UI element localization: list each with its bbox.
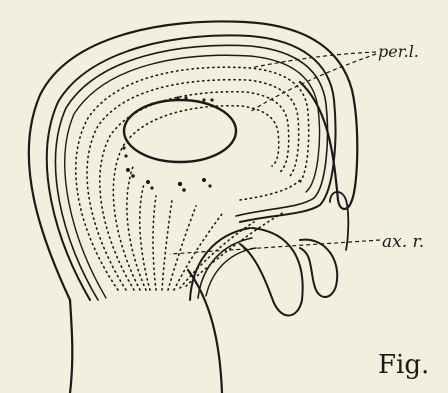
stalk-right-outline — [188, 270, 222, 393]
cell-row-5 — [127, 164, 146, 290]
perichondrium-layer-2 — [56, 45, 328, 300]
cell-row-4 — [113, 106, 278, 290]
cell-row-12 — [186, 212, 284, 286]
figure-caption: Fig. — [378, 350, 429, 380]
label-per-l: per.l. — [378, 42, 419, 61]
ax-r-leader — [170, 240, 380, 254]
axial-arc-inner — [206, 248, 256, 296]
cell-row-3 — [100, 92, 289, 290]
perichondrium-layer-3 — [65, 55, 320, 298]
cell-row-11 — [180, 222, 254, 288]
stalk-left-outline — [70, 300, 72, 393]
cell-row-2 — [87, 80, 299, 290]
lower-lobe-middle — [240, 228, 303, 316]
cell-row-7 — [153, 196, 156, 290]
perichondrium-layer-1 — [47, 35, 336, 300]
lower-lobe-right — [300, 240, 337, 297]
per-l-leader-lower — [250, 54, 376, 112]
cell-row-8 — [162, 200, 172, 290]
label-ax-r: ax. r. — [382, 232, 424, 252]
per-l-leader-upper — [250, 52, 376, 68]
cell-row-6 — [140, 184, 150, 290]
cell-row-13 — [240, 180, 300, 200]
